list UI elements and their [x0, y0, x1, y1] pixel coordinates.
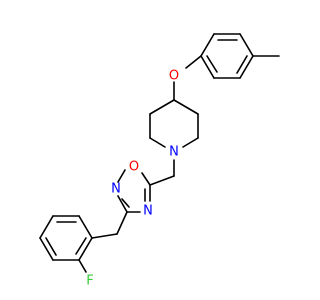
bond — [116, 211, 128, 235]
bond — [117, 169, 126, 183]
structure-diagram: O N O N N F — [39, 33, 280, 289]
bond — [200, 55, 215, 79]
bond — [141, 172, 151, 186]
bond — [200, 33, 215, 57]
bond — [78, 215, 93, 239]
bond — [182, 137, 199, 148]
bond — [173, 99, 199, 115]
atom-label-oxygen-ether: O — [169, 69, 179, 84]
bond — [78, 237, 93, 261]
atom-label-fluorine: F — [86, 274, 93, 289]
bond — [117, 195, 128, 213]
atom-label-nitrogen-oxadiazole-4: N — [143, 204, 153, 219]
bonds — [39, 33, 280, 273]
bond — [149, 175, 175, 186]
bond — [206, 55, 218, 73]
bond — [149, 137, 166, 148]
bond — [239, 33, 254, 57]
atom-label-nitrogen-oxadiazole-2: N — [111, 182, 121, 197]
bond — [91, 233, 118, 239]
molecule-drawing: O N O N N F — [39, 33, 280, 289]
bond — [45, 237, 57, 256]
bond — [239, 55, 254, 79]
atom-labels: O N O N N F — [86, 69, 179, 289]
bond — [121, 198, 130, 208]
bond — [185, 55, 202, 69]
bond — [78, 259, 87, 273]
bond — [236, 55, 248, 74]
bond — [149, 99, 175, 115]
bond — [39, 237, 54, 261]
bond — [39, 215, 54, 239]
atom-label-nitrogen-piperidine: N — [169, 145, 179, 160]
bond — [75, 237, 87, 255]
atom-label-oxygen-oxadiazole: O — [129, 160, 139, 175]
